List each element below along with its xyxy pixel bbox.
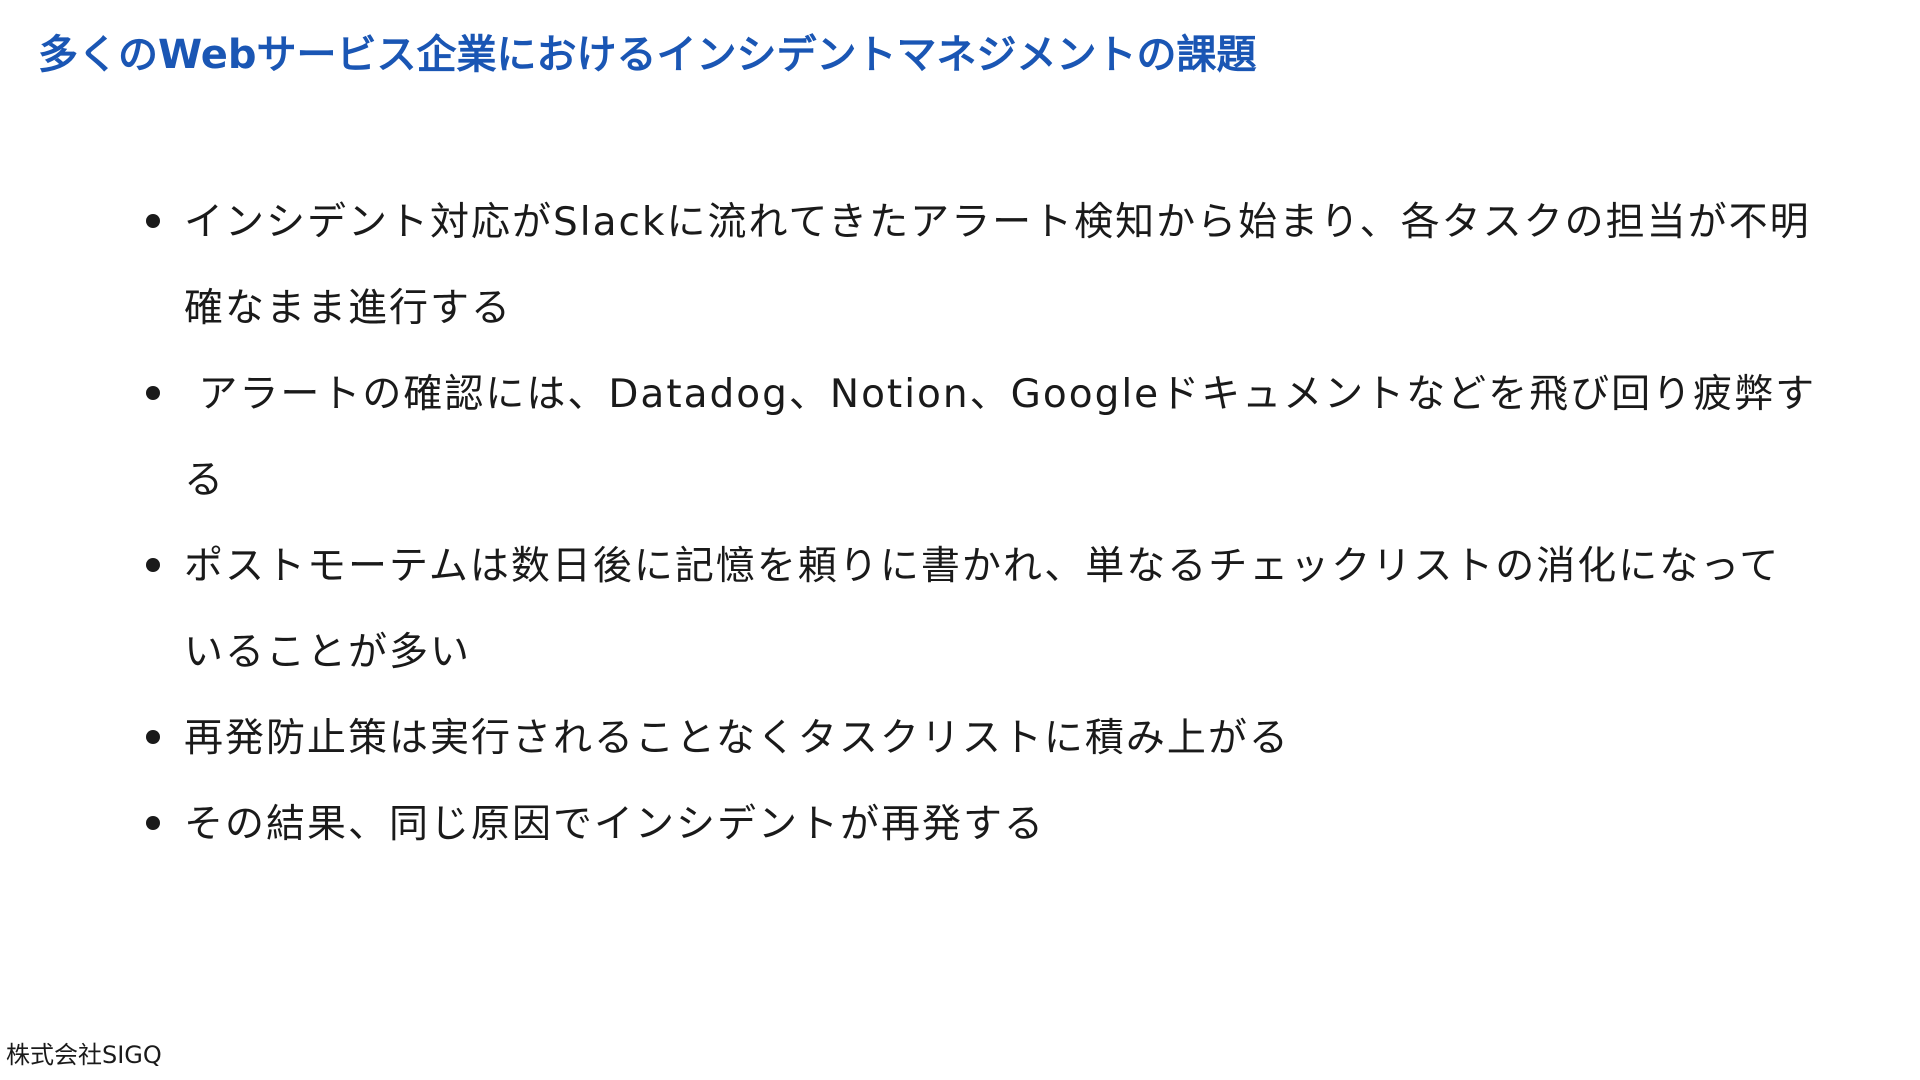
bullet-list: インシデント対応がSlackに流れてきたアラート検知から始まり、各タスクの担当が… bbox=[140, 180, 1820, 868]
bullet-item: ポストモーテムは数日後に記憶を頼りに書かれ、単なるチェックリストの消化になってい… bbox=[140, 524, 1820, 696]
bullet-text: ポストモーテムは数日後に記憶を頼りに書かれ、単なるチェックリストの消化になってい… bbox=[184, 544, 1781, 675]
bullet-dot-icon bbox=[146, 558, 160, 572]
bullet-text: 再発防止策は実行されることなくタスクリストに積み上がる bbox=[184, 716, 1290, 761]
bullet-item: インシデント対応がSlackに流れてきたアラート検知から始まり、各タスクの担当が… bbox=[140, 180, 1820, 352]
bullet-text: その結果、同じ原因でインシデントが再発する bbox=[184, 802, 1046, 847]
bullet-dot-icon bbox=[146, 386, 160, 400]
bullet-item: 再発防止策は実行されることなくタスクリストに積み上がる bbox=[140, 696, 1820, 782]
bullet-text: インシデント対応がSlackに流れてきたアラート検知から始まり、各タスクの担当が… bbox=[184, 200, 1811, 331]
bullet-text: アラートの確認には、Datadog、Notion、Googleドキュメントなどを… bbox=[184, 372, 1817, 503]
bullet-item: アラートの確認には、Datadog、Notion、Googleドキュメントなどを… bbox=[140, 352, 1820, 524]
bullet-dot-icon bbox=[146, 214, 160, 228]
bullet-item: その結果、同じ原因でインシデントが再発する bbox=[140, 782, 1820, 868]
footer-company-name: 株式会社SIGQ bbox=[6, 1041, 162, 1069]
bullet-dot-icon bbox=[146, 730, 160, 744]
slide-title: 多くのWebサービス企業におけるインシデントマネジメントの課題 bbox=[38, 32, 1257, 78]
bullet-dot-icon bbox=[146, 816, 160, 830]
